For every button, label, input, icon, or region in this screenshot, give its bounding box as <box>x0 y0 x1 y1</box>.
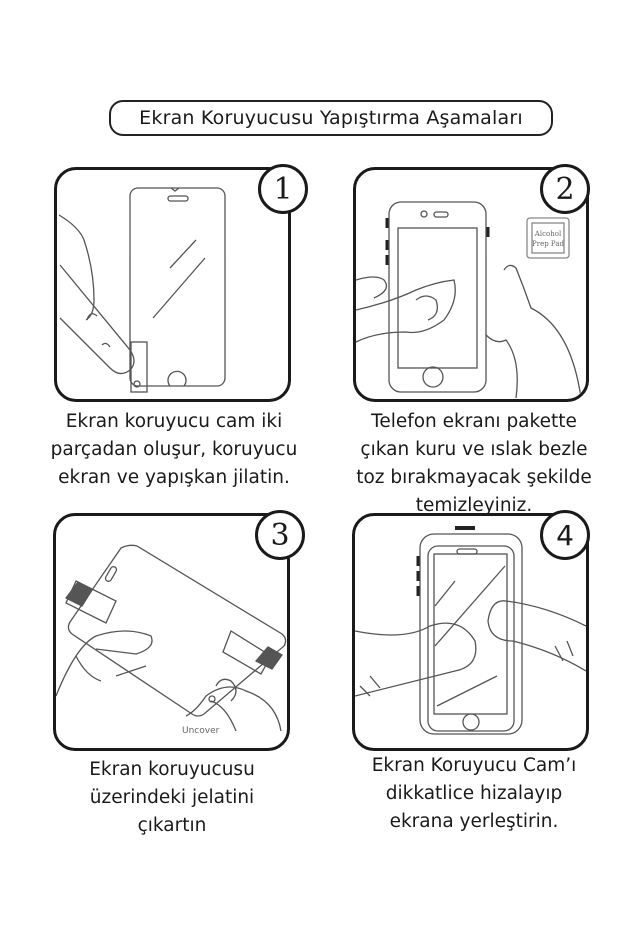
step-3-panel: Uncover 3 <box>53 510 305 751</box>
finger-peeling-protector-illustration <box>58 187 226 393</box>
alcohol-pad-label: Alcohol <box>534 230 562 238</box>
step-1-caption: Ekran koruyucu cam iki parçadan oluşur, … <box>50 411 298 488</box>
page-title: Ekran Koruyucusu Yapıştırma Aşamaları <box>109 100 553 136</box>
hand-wiping-phone-illustration: Alcohol Prep Pad <box>356 201 582 399</box>
step-4-panel: 4 <box>352 510 590 751</box>
step-2-caption: Telefon ekranı pakette çıkan kuru ve ısl… <box>356 411 592 516</box>
step-number-badge: 4 <box>540 510 590 560</box>
hands-removing-film-illustration: Uncover <box>56 544 287 736</box>
step-number-badge: 1 <box>258 164 308 214</box>
svg-text:Prep Pad: Prep Pad <box>532 240 564 248</box>
step-4-caption: Ekran Koruyucu Cam’ı dikkatlice hizalayı… <box>371 755 577 832</box>
thumbs-aligning-glass-illustration <box>355 526 586 735</box>
step-2-panel: Alcohol Prep Pad 2 <box>353 164 590 402</box>
step-1-panel: 1 <box>54 164 308 402</box>
step-3-caption: Ekran koruyucusu üzerindeki jelatini çık… <box>89 759 255 836</box>
step-number-badge: 2 <box>540 164 590 214</box>
svg-text:Uncover: Uncover <box>182 726 220 736</box>
step-number-badge: 3 <box>255 510 305 560</box>
